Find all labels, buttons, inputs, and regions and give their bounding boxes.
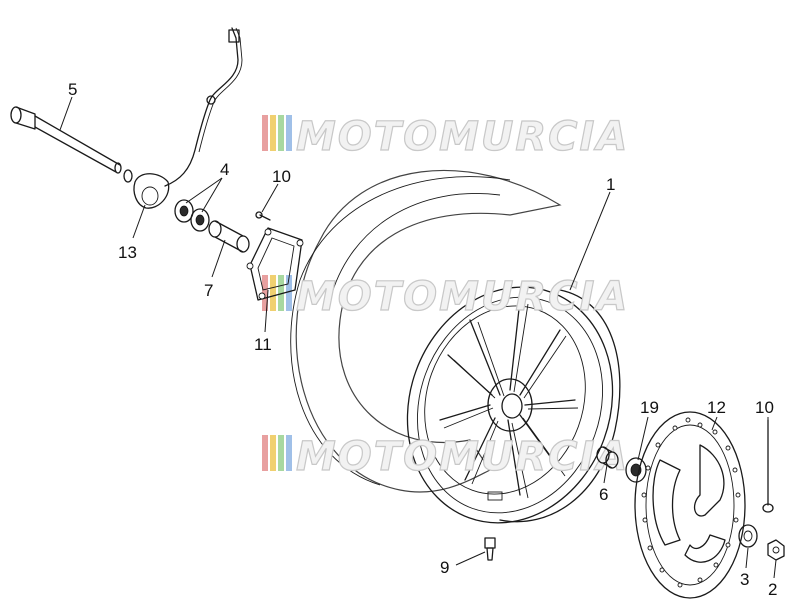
callout-10-right: 10 bbox=[755, 398, 774, 417]
callout-5: 5 bbox=[68, 80, 77, 99]
speedometer-drive bbox=[133, 27, 243, 209]
screw-top bbox=[255, 211, 271, 221]
callout-10-top: 10 bbox=[272, 167, 291, 186]
callout-labels: 5 13 4 10 7 11 1 6 19 12 10 3 2 9 bbox=[68, 80, 777, 599]
watermark-bottom: MOTOMURCIA bbox=[262, 433, 629, 481]
disc-holes bbox=[641, 417, 741, 588]
callout-19: 19 bbox=[640, 398, 659, 417]
brake-disc bbox=[634, 411, 746, 599]
spacer-tube bbox=[208, 220, 250, 253]
disc-bolt bbox=[762, 419, 774, 513]
watermark-middle: MOTOMURCIA bbox=[262, 273, 629, 321]
watermark-top: MOTOMURCIA bbox=[262, 113, 629, 161]
bearings bbox=[174, 199, 210, 232]
callout-4: 4 bbox=[220, 160, 229, 179]
mounting-bracket bbox=[246, 227, 304, 301]
svg-text:MOTOMURCIA: MOTOMURCIA bbox=[296, 274, 629, 320]
axle bbox=[10, 106, 133, 183]
callout-6: 6 bbox=[599, 485, 608, 504]
rim-spokes bbox=[439, 299, 579, 499]
svg-text:MOTOMURCIA: MOTOMURCIA bbox=[296, 114, 629, 160]
callout-7: 7 bbox=[204, 281, 213, 300]
tire bbox=[290, 170, 562, 493]
callout-13: 13 bbox=[118, 243, 137, 262]
tire-valve bbox=[484, 537, 496, 561]
callout-1: 1 bbox=[606, 175, 615, 194]
axle-nut bbox=[767, 539, 785, 561]
leader-lines bbox=[59, 96, 777, 579]
callout-11: 11 bbox=[254, 335, 272, 354]
svg-text:MOTOMURCIA: MOTOMURCIA bbox=[296, 434, 629, 480]
hub bbox=[487, 378, 533, 432]
wheel-rim bbox=[406, 286, 621, 524]
callout-12: 12 bbox=[707, 398, 726, 417]
callout-9: 9 bbox=[440, 558, 449, 577]
callout-3: 3 bbox=[740, 570, 749, 589]
washer bbox=[738, 524, 758, 548]
spacer-right bbox=[596, 446, 619, 469]
callout-2: 2 bbox=[768, 580, 777, 599]
